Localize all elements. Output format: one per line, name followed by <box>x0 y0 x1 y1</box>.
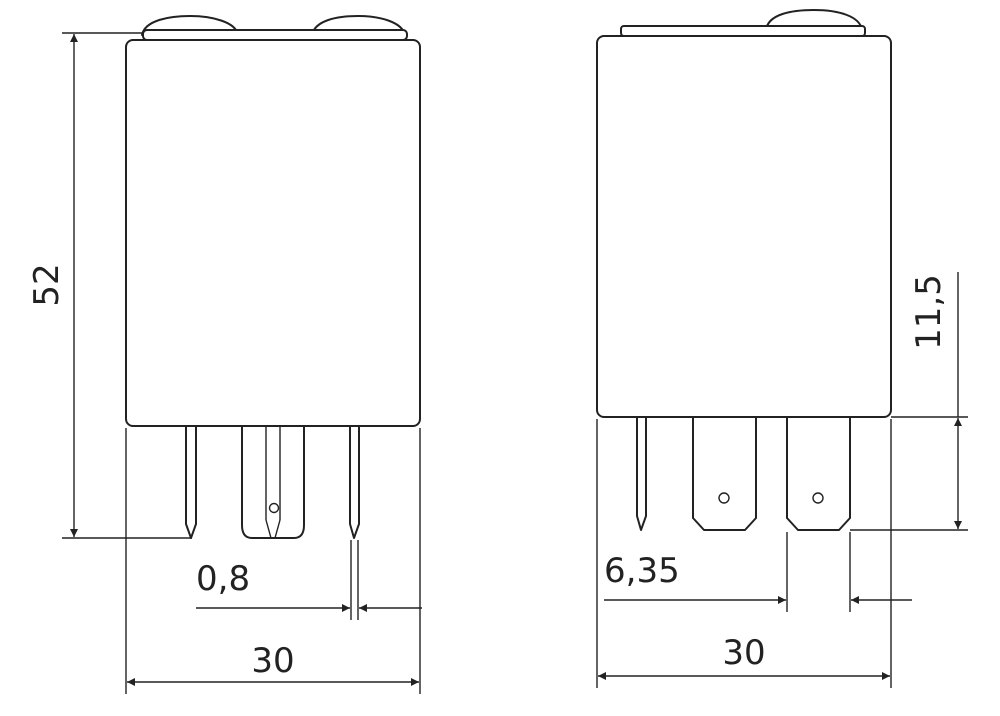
height-dimension-label: 52 <box>27 263 67 306</box>
spade-terminal-2-hole <box>812 492 824 504</box>
cover-rim-right <box>620 25 866 37</box>
pin-thin-left <box>185 425 197 539</box>
spade-terminal-1 <box>692 416 757 531</box>
pin-thin-right-view <box>636 416 647 531</box>
spade-terminal-1-hole <box>718 492 730 504</box>
pin-thickness-label: 0,8 <box>196 559 250 599</box>
pin-length-label: 11,5 <box>909 274 949 350</box>
spade-terminal-2 <box>786 416 851 531</box>
width-dimension-label-left: 30 <box>251 641 294 681</box>
width-dimension-label-right: 30 <box>722 633 765 673</box>
pin-thin-right <box>349 425 360 539</box>
blade-tip-left <box>265 519 272 539</box>
relay-body <box>125 39 421 427</box>
blade-tip-right <box>274 519 281 539</box>
blade-hole <box>268 502 280 514</box>
cover-rim <box>142 29 408 41</box>
relay-side-view: 52 0,8 30 <box>27 15 422 694</box>
relay-front-view: 11,5 6,35 30 <box>596 9 968 688</box>
terminal-pitch-label: 6,35 <box>604 551 680 591</box>
relay-body-right <box>596 35 892 418</box>
blade-terminal-center <box>241 425 305 539</box>
